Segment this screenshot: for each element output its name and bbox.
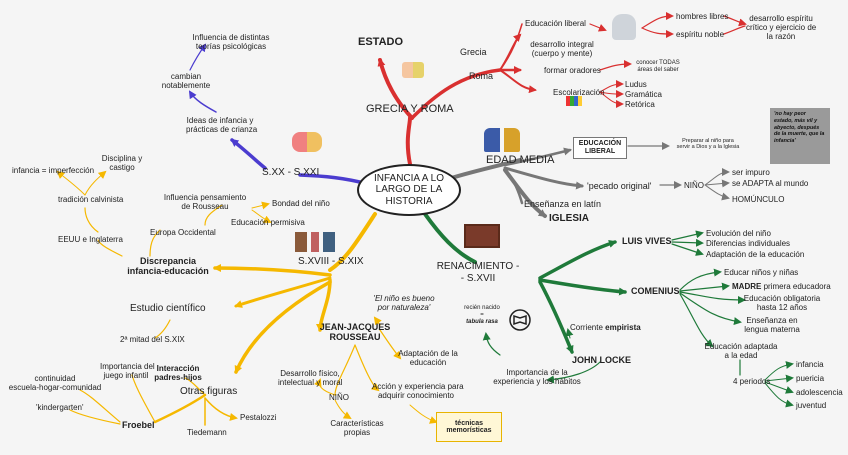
pestalozzi: Pestalozzi: [240, 413, 277, 422]
periodo-puericia: puericia: [796, 374, 825, 383]
tradicion-calvinista: tradición calvinista: [58, 195, 124, 204]
schoolbooks-icon: [566, 96, 582, 106]
espiritu-noble: espíritu noble: [676, 30, 725, 39]
desarrollo-integral: desarrollo integral(cuerpo y mente): [530, 40, 594, 59]
cuatro-periodos: 4 periodos: [733, 377, 771, 386]
estudio-cientifico: Estudio científico: [130, 303, 206, 314]
educacion-permisiva: Educación permisiva: [231, 218, 305, 227]
retorica: Retórica: [625, 100, 655, 109]
hombres-libres: hombres libres: [676, 12, 729, 21]
periodo-adolescencia: adolescencia: [796, 388, 843, 397]
homunculo: HOMÚNCULO: [732, 195, 785, 204]
periodo-juventud: juventud: [796, 401, 827, 410]
luis-vives: LUIS VIVES: [622, 236, 672, 246]
diferencias-individuales: Diferencias individuales: [706, 239, 791, 248]
escolarizacion: Escolarización: [553, 88, 605, 97]
evolucion-nino: Evolución del niño: [706, 229, 771, 238]
nino-rousseau: NIÑO: [329, 393, 349, 402]
bondad-nino: Bondad del niño: [272, 199, 330, 208]
mitad-sxix: 2ª mitad del S.XIX: [120, 335, 185, 344]
medieval-quote: 'no hay peor estado, más vil y abyecto, …: [770, 108, 830, 164]
educacion-liberal: Educación liberal: [525, 19, 586, 28]
nino-medieval: NIÑO: [684, 181, 704, 190]
edad-media-title: EDAD MEDIA: [486, 154, 555, 166]
children-playing-icon: [292, 132, 322, 152]
corriente-empirista: Corriente empirista: [570, 323, 641, 332]
s20-title: S.XX - S.XXI: [262, 167, 320, 178]
ensenanza-latin: Enseñanza en latín: [524, 199, 602, 209]
children-icon: [402, 62, 424, 78]
tiedemann: Tiedemann: [187, 428, 227, 437]
renacimiento-title: RENACIMIENTO -- S.XVII: [436, 261, 520, 284]
reading-child-icon: [295, 232, 335, 252]
europa-occidental: Europa Occidental: [150, 228, 216, 237]
kindergarten: 'kindergarten': [36, 403, 84, 412]
s18-title: S.XVIII - S.XIX: [298, 256, 364, 267]
iglesia-label: IGLESIA: [549, 213, 590, 224]
comenius: COMENIUS: [631, 286, 680, 296]
froebel: Froebel: [122, 420, 155, 430]
roma-label: Roma: [469, 71, 494, 81]
otras-figuras: Otras figuras: [180, 386, 238, 397]
desarrollo-fisico: Desarrollo físico,intelectual y moral: [278, 369, 343, 388]
medieval-figures-icon: [484, 128, 520, 152]
ludus: Ludus: [625, 80, 647, 89]
greece-rome-title: GRECIA Y ROMA: [366, 103, 454, 115]
book-head-icon: [509, 309, 531, 331]
grecia-label: Grecia: [460, 47, 487, 57]
pecado-original: 'pecado original': [587, 181, 652, 191]
adaptacion-educacion: Adaptación de la educación: [706, 250, 805, 259]
madre-educadora: MADRE primera educadora: [732, 282, 831, 291]
eeuu-inglaterra: EEUU e Inglaterra: [58, 235, 123, 244]
educar-ninos: Educar niños y niñas: [724, 268, 799, 277]
ser-impuro: ser impuro: [732, 168, 770, 177]
infancia-imperfeccion: infancia = imperfección: [12, 166, 95, 175]
periodo-infancia: infancia: [796, 360, 824, 369]
estado-label: ESTADO: [358, 36, 404, 48]
se-adapta: se ADAPTA al mundo: [732, 179, 809, 188]
gramatica: Gramática: [625, 90, 662, 99]
john-locke: JOHN LOCKE: [572, 355, 632, 365]
family-portrait-icon: [464, 224, 500, 248]
tabula-rasa: recién nacido=tabula rasa: [464, 305, 500, 325]
philosopher-bust-icon: [612, 14, 636, 40]
formar-oradores: formar oradores: [544, 66, 601, 75]
